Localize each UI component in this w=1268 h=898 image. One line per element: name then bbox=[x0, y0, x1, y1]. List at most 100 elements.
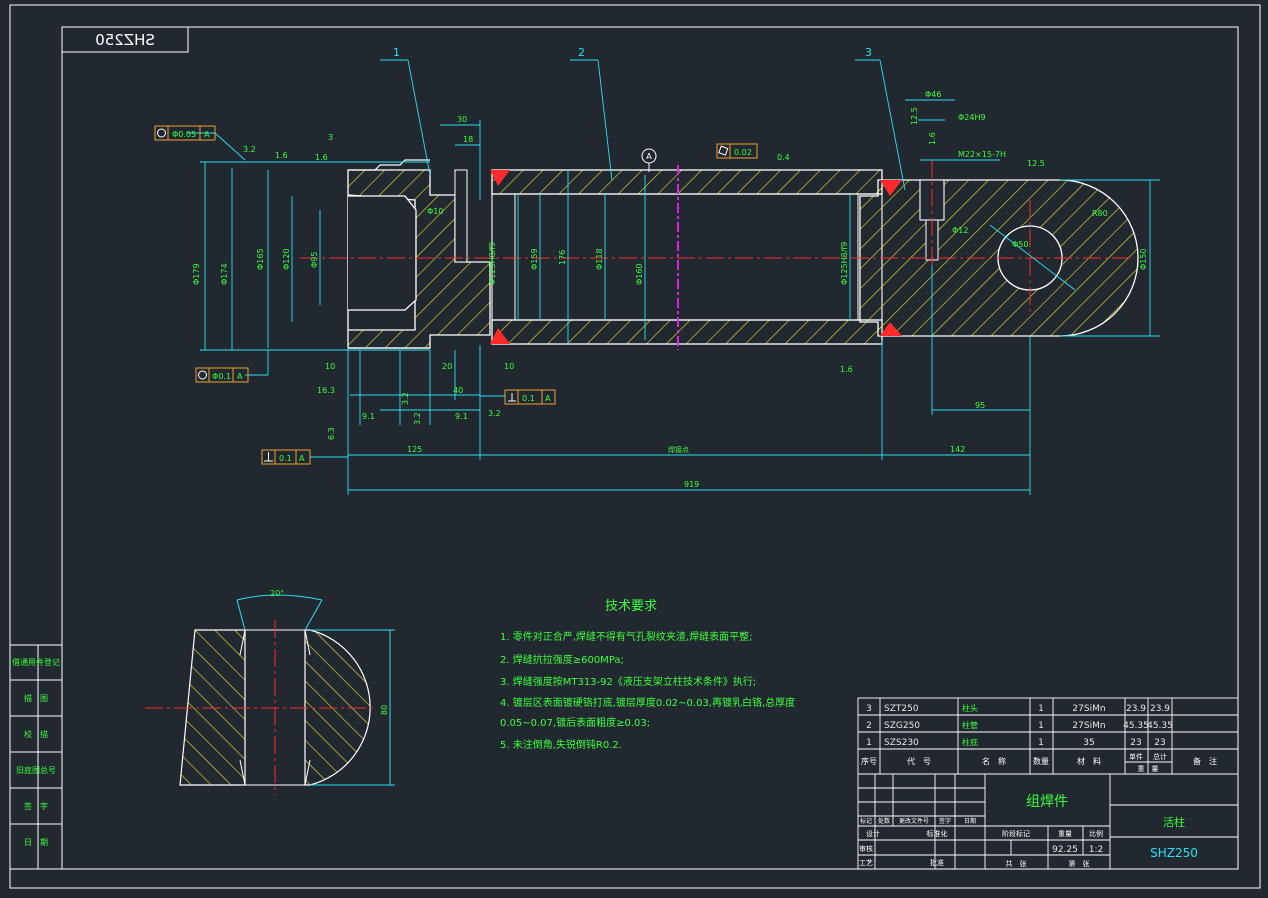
dim-1-6d: 1.6 bbox=[840, 365, 853, 374]
dim-20: 20 bbox=[442, 362, 452, 371]
fcf-bottom-left-datum: A bbox=[237, 372, 243, 381]
section-height: 80 bbox=[380, 705, 389, 715]
lbl-sc: 比例 bbox=[1089, 829, 1103, 838]
stamp-0: 借通用件登记 bbox=[12, 657, 60, 667]
bom-row-no: 2 bbox=[866, 721, 872, 731]
dim-phi24: Φ24H9 bbox=[958, 113, 986, 122]
lbl-std: 标准化 bbox=[927, 829, 948, 838]
fcf-perp-mid-datum: A bbox=[545, 394, 551, 403]
bom-row-material: 27SiMn bbox=[1072, 721, 1105, 731]
dim-1-6a: 1.6 bbox=[275, 151, 288, 160]
dim-9-1b: 9.1 bbox=[455, 412, 468, 421]
dim-phi46: Φ46 bbox=[925, 90, 941, 99]
bom-row-code: SZS230 bbox=[884, 738, 919, 748]
bom-row-material: 27SiMn bbox=[1072, 704, 1105, 714]
bom-row-name: 柱底 bbox=[962, 737, 978, 747]
fcf-top-left: Φ0.05 A bbox=[154, 125, 216, 141]
balloon-3: 3 bbox=[865, 46, 872, 59]
bom-row-name: 柱头 bbox=[962, 703, 978, 713]
tech-req-title: 技术要求 bbox=[605, 599, 657, 614]
stamp-4: 签 字 bbox=[24, 801, 48, 811]
dim-phi12: Φ12 bbox=[952, 226, 968, 235]
bom-row-code: SZG250 bbox=[884, 721, 920, 731]
tech-req-1: 1. 零件对正合严,焊缝不得有气孔裂纹夹渣,焊缝表面平整; bbox=[500, 630, 752, 643]
dim-3: 3 bbox=[328, 133, 333, 142]
tech-req-2: 2. 焊缝抗拉强度≥600MPa; bbox=[500, 653, 624, 666]
scale-value: 1:2 bbox=[1089, 845, 1103, 855]
fcf-top-left-datum: A bbox=[204, 130, 210, 139]
part-name: 组焊件 bbox=[1026, 794, 1068, 810]
bom-header-remark: 备 注 bbox=[1193, 756, 1217, 766]
outer-frame bbox=[9, 4, 1261, 889]
dim-10a: 10 bbox=[325, 362, 335, 371]
dim-3-2a: 3.2 bbox=[243, 145, 256, 154]
dim-3-2c: 3.2 bbox=[413, 412, 422, 425]
bom-row-unit: 23 bbox=[1130, 738, 1141, 748]
stamp-2: 校 描 bbox=[24, 729, 48, 739]
lbl-sheet: 第 张 bbox=[1069, 859, 1090, 868]
fcf-perp-bottom-datum: A bbox=[299, 454, 305, 463]
bom-row-qty: 1 bbox=[1038, 738, 1044, 748]
technical-requirements: 技术要求 1. 零件对正合严,焊缝不得有气孔裂纹夹渣,焊缝表面平整; 2. 焊缝… bbox=[500, 599, 795, 751]
dim-10b: 10 bbox=[504, 362, 514, 371]
dim-phi10: Φ10 bbox=[427, 207, 443, 216]
bom-row-total: 23.9 bbox=[1150, 704, 1170, 714]
dim-176: 176 bbox=[558, 250, 567, 265]
product-name: 活柱 bbox=[1163, 815, 1185, 829]
fcf-perp-mid-value: 0.1 bbox=[522, 394, 535, 403]
bom-table bbox=[857, 697, 1239, 775]
dim-3-2d: 3.2 bbox=[488, 409, 501, 418]
dim-125: 125 bbox=[407, 445, 422, 454]
fcf-bottom-left: Φ0.1 A bbox=[195, 367, 249, 383]
dimension-lines bbox=[187, 59, 1160, 495]
bom-header-total: 总计 bbox=[1153, 752, 1167, 761]
fcf-bottom-left-value: Φ0.1 bbox=[212, 372, 231, 381]
bom-row-no: 3 bbox=[866, 704, 872, 714]
lbl-check: 审核 bbox=[859, 844, 873, 853]
weight-value: 92.25 bbox=[1052, 845, 1078, 855]
lbl-doc: 更改文件号 bbox=[899, 817, 929, 825]
dim-1-6c: 1.6 bbox=[928, 132, 937, 145]
bom-row-total: 45.35 bbox=[1147, 721, 1173, 731]
fcf-perp-bottom: 0.1 A bbox=[261, 449, 311, 465]
dim-919: 919 bbox=[684, 480, 699, 489]
dim-phi125: Φ125H8/f9 bbox=[488, 242, 497, 285]
title-block bbox=[857, 773, 1239, 870]
dim-6-3: 6.3 bbox=[327, 427, 336, 440]
dim-r80: R80 bbox=[1092, 209, 1108, 218]
tech-req-4: 4. 镀层区表面镀硬铬打底,镀层厚度0.02~0.03,再镀乳白铬,总厚度 bbox=[500, 696, 795, 709]
dim-phi159: Φ159 bbox=[530, 248, 539, 270]
bom-header-material: 材 料 bbox=[1077, 756, 1101, 766]
lbl-design: 设计 bbox=[866, 829, 880, 838]
dim-m22: M22×15-7H bbox=[958, 150, 1006, 159]
bom-row-qty: 1 bbox=[1038, 704, 1044, 714]
lbl-sign: 签字 bbox=[939, 817, 951, 825]
lbl-sheet-total: 共 张 bbox=[1006, 859, 1027, 868]
bom-row-qty: 1 bbox=[1038, 721, 1044, 731]
section-angle: 20° bbox=[270, 589, 284, 598]
dim-phi165: Φ165 bbox=[256, 248, 265, 270]
dim-phi150: Φ150 bbox=[1139, 248, 1148, 270]
dim-phi118: Φ118 bbox=[595, 248, 604, 270]
lbl-proc: 工艺 bbox=[859, 859, 873, 867]
dim-phi120: Φ120 bbox=[282, 248, 291, 270]
title-block-text: 组焊件 活柱 SHZ250 92.25 1:2 标记 处数 更改文件号 签字 日… bbox=[859, 794, 1198, 868]
dim-40: 40 bbox=[453, 386, 463, 395]
bom-row-unit: 23.9 bbox=[1126, 704, 1146, 714]
inner-frame bbox=[61, 26, 1239, 870]
dim-phi50: Φ50 bbox=[1012, 240, 1028, 249]
dim-phi125b: Φ125H8/f9 bbox=[840, 242, 849, 285]
dim-1-6b: 1.6 bbox=[315, 153, 328, 162]
dim-phi160: Φ160 bbox=[635, 263, 644, 285]
dim-18: 18 bbox=[463, 135, 473, 144]
lbl-mark: 标记 bbox=[860, 817, 872, 825]
tech-req-3: 3. 焊缝强度按MT313-92《液压支架立柱技术条件》执行; bbox=[500, 675, 756, 688]
dim-142: 142 bbox=[950, 445, 965, 454]
dim-0-4: 0.4 bbox=[777, 153, 790, 162]
bom-header-name: 名 称 bbox=[982, 756, 1006, 766]
stamp-3: 旧底图总号 bbox=[16, 765, 56, 775]
dim-phi95: Φ95 bbox=[310, 252, 319, 268]
stamp-1: 描 图 bbox=[24, 693, 48, 703]
dim-12-5top: 12.5 bbox=[910, 107, 919, 125]
left-stamp: 借通用件登记 描 图 校 描 旧底图总号 签 字 日 期 bbox=[9, 644, 63, 870]
